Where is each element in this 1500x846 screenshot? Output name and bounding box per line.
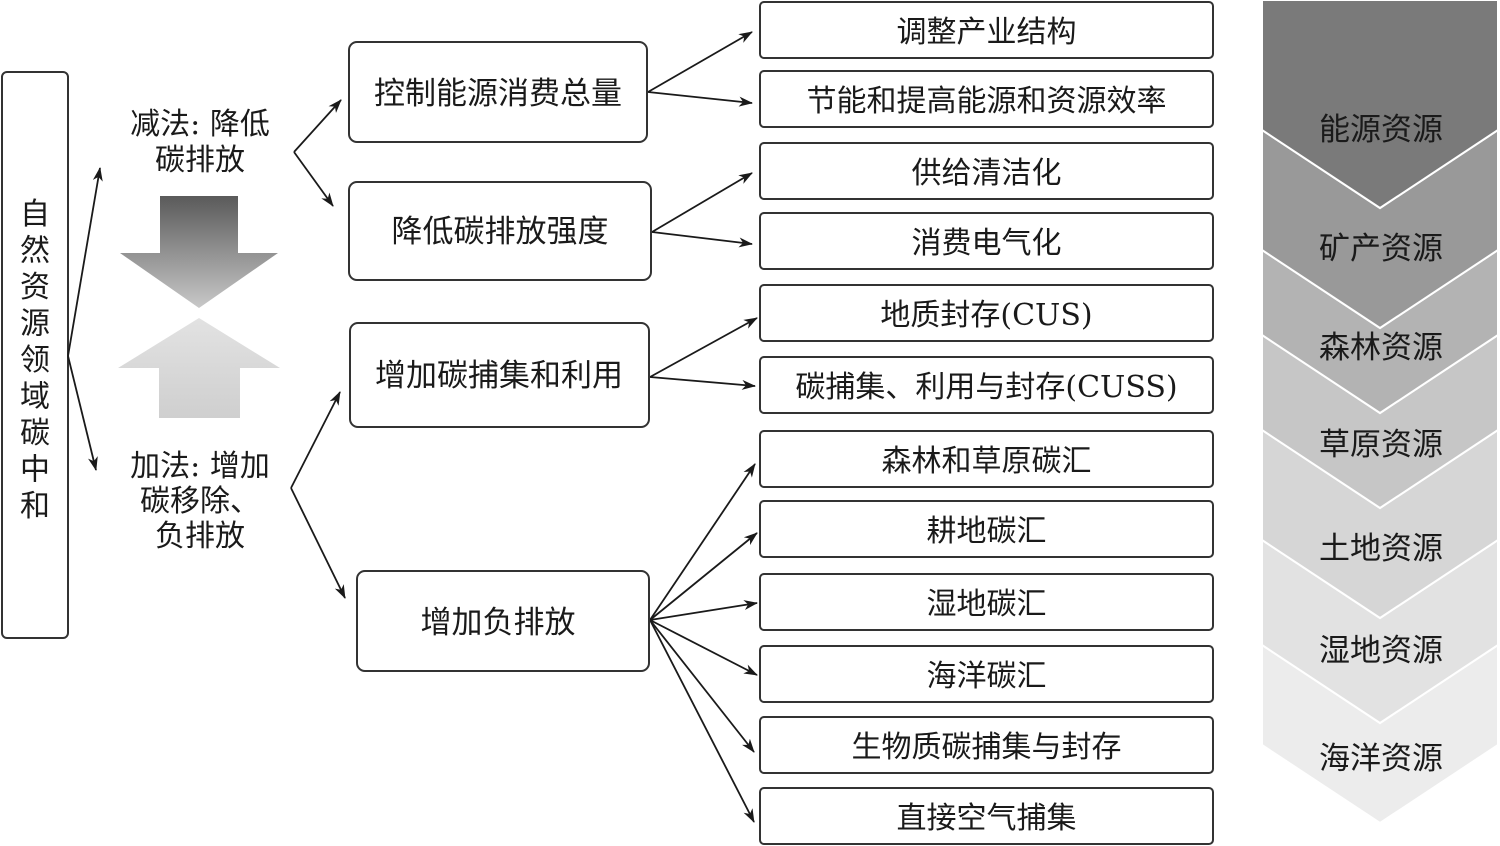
resource-label: 土地资源 — [1319, 531, 1443, 567]
category-box: 控制能源消费总量 — [348, 41, 648, 143]
connector-arrow — [290, 487, 346, 599]
resource-chevron — [1261, 0, 1499, 210]
add-branch-label-line1: 加法: 增加 — [130, 449, 270, 484]
root-title-char: 域 — [20, 380, 50, 415]
measure-label: 海洋碳汇 — [927, 659, 1047, 694]
down-block-arrow — [120, 196, 278, 308]
measure-label: 节能和提高能源和资源效率 — [807, 84, 1167, 119]
resource-label: 草原资源 — [1319, 427, 1443, 463]
category-label: 控制能源消费总量 — [374, 76, 622, 112]
measure-label: 地质封存(CUS) — [880, 298, 1092, 333]
measure-label: 湿地碳汇 — [927, 587, 1047, 622]
root-title-char: 然 — [20, 234, 50, 269]
resource-label: 矿产资源 — [1319, 231, 1443, 267]
connector-arrow — [649, 619, 755, 753]
resource-label: 森林资源 — [1319, 330, 1443, 366]
subtract-branch-label-line2: 碳排放 — [155, 143, 245, 178]
connector-arrow — [651, 172, 753, 233]
measure-label: 调整产业结构 — [897, 15, 1077, 50]
connector-arrows — [67, 31, 758, 823]
connector-arrow — [293, 151, 334, 207]
connector-arrow — [649, 619, 755, 823]
category-label: 增加负排放 — [421, 605, 576, 641]
measure-label: 耕地碳汇 — [927, 514, 1047, 549]
subtract-branch-label-line1: 减法: 降低 — [130, 107, 270, 142]
measure-label: 供给清洁化 — [912, 156, 1062, 191]
root-title-char: 资 — [20, 270, 50, 305]
add-branch-label-line2: 碳移除、 — [140, 484, 260, 519]
measure-box: 供给清洁化 — [759, 142, 1214, 200]
category-label: 增加碳捕集和利用 — [375, 358, 623, 394]
connector-arrow — [647, 91, 753, 107]
category-box: 增加碳捕集和利用 — [349, 322, 650, 428]
measure-box: 消费电气化 — [759, 212, 1214, 270]
measure-label: 消费电气化 — [912, 226, 1062, 261]
measure-box: 海洋碳汇 — [759, 645, 1214, 703]
root-title-char: 自 — [20, 197, 50, 232]
root-title-char: 中 — [20, 453, 50, 488]
measure-label: 生物质碳捕集与封存 — [852, 730, 1122, 765]
measure-box: 直接空气捕集 — [759, 787, 1214, 845]
resource-label: 能源资源 — [1319, 112, 1443, 148]
connector-arrow — [293, 99, 342, 153]
category-label: 降低碳排放强度 — [392, 214, 609, 250]
root-title-char: 碳 — [20, 416, 50, 451]
connector-arrow — [649, 463, 756, 621]
connector-arrow — [649, 532, 758, 621]
connector-arrow — [649, 317, 758, 378]
connector-arrow — [649, 619, 758, 676]
up-block-arrow — [118, 318, 280, 418]
measure-box: 碳捕集、利用与封存(CUSS) — [759, 356, 1214, 414]
measure-label: 碳捕集、利用与封存(CUSS) — [795, 370, 1177, 405]
root-title-char: 和 — [20, 489, 50, 524]
connector-arrow — [649, 600, 758, 621]
measure-box: 生物质碳捕集与封存 — [759, 716, 1214, 774]
measure-box: 地质封存(CUS) — [759, 284, 1214, 342]
connector-arrow — [67, 167, 103, 357]
measure-label: 直接空气捕集 — [897, 801, 1077, 836]
measure-box: 湿地碳汇 — [759, 573, 1214, 631]
connector-arrow — [67, 355, 98, 471]
measure-box: 耕地碳汇 — [759, 500, 1214, 558]
resource-label: 海洋资源 — [1319, 741, 1443, 777]
resource-label: 湿地资源 — [1319, 633, 1443, 669]
root-title-char: 源 — [20, 307, 50, 342]
connector-arrow — [649, 376, 756, 390]
connector-arrow — [290, 391, 341, 489]
measure-label: 森林和草原碳汇 — [882, 444, 1092, 479]
measure-box: 节能和提高能源和资源效率 — [759, 70, 1214, 128]
connector-arrow — [647, 31, 753, 93]
root-title-char: 领 — [20, 343, 50, 378]
category-box: 降低碳排放强度 — [348, 181, 652, 281]
add-branch-label-line3: 负排放 — [155, 519, 245, 554]
category-box: 增加负排放 — [356, 570, 650, 672]
connector-arrow — [651, 231, 753, 248]
measure-box: 森林和草原碳汇 — [759, 430, 1214, 488]
measure-box: 调整产业结构 — [759, 1, 1214, 59]
